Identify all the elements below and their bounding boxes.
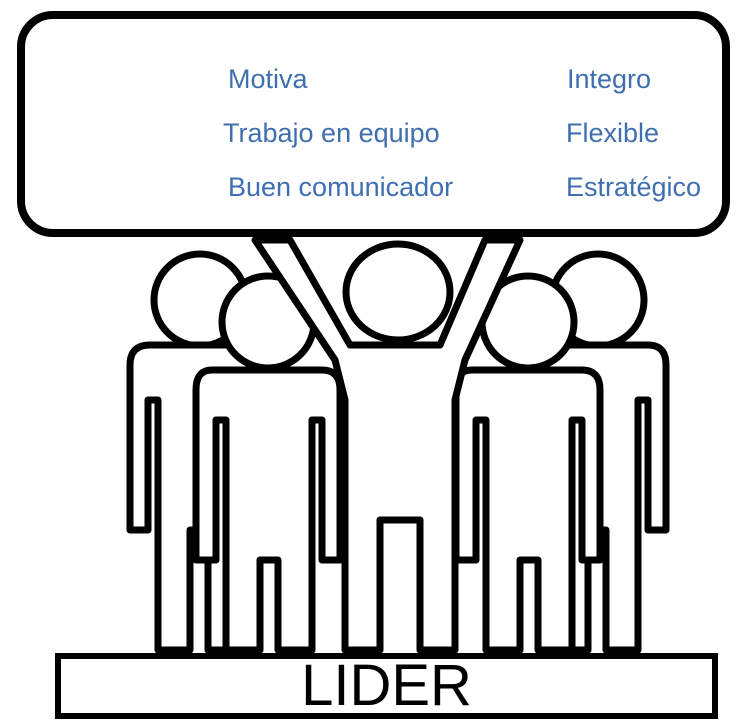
trait-motiva: Motiva — [228, 64, 308, 94]
trait-flexible: Flexible — [566, 118, 660, 148]
leader-arms-raised-icon — [251, 236, 524, 654]
trait-buen-comunicador: Buen comunicador — [228, 172, 454, 202]
leader-pedestal: LIDER — [55, 653, 718, 719]
trait-estrategico: Estratégico — [566, 172, 702, 202]
pedestal-label: LIDER — [301, 653, 472, 718]
speech-box — [17, 11, 730, 237]
trait-integro: Integro — [567, 64, 652, 94]
trait-trabajo-en-equipo: Trabajo en equipo — [223, 118, 440, 148]
